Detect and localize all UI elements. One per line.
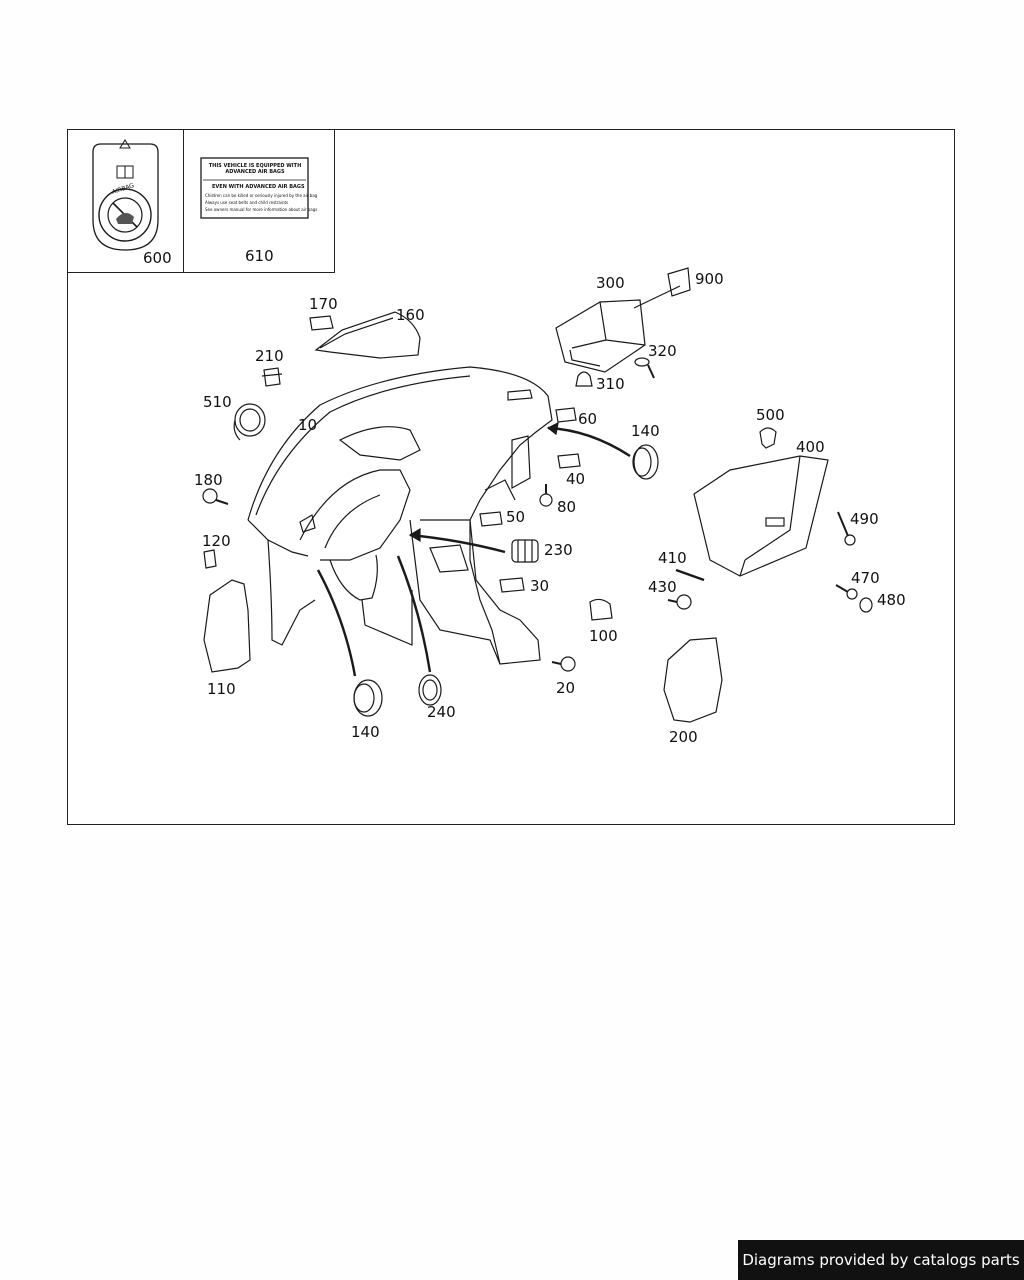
callout-180: 180 (194, 471, 223, 489)
part-10-dashboard (247, 366, 553, 665)
part-510-vent (233, 403, 266, 441)
airbag-decal-600 (92, 139, 159, 251)
callout-400: 400 (796, 438, 825, 456)
callout-20: 20 (556, 679, 576, 697)
callout-300: 300 (596, 274, 625, 292)
part-410-stay (675, 568, 705, 582)
callout-200: 200 (669, 728, 698, 746)
warning-label-heading: THIS VEHICLE IS EQUIPPED WITH ADVANCED A… (208, 163, 302, 175)
callout-170: 170 (309, 295, 338, 313)
callout-50: 50 (506, 508, 526, 526)
callout-160: 160 (396, 306, 425, 324)
callout-310: 310 (596, 375, 625, 393)
callout-60: 60 (578, 410, 598, 428)
warning-label-bullet: See owners manual for more information a… (205, 207, 318, 212)
callout-110: 110 (207, 680, 236, 698)
part-50-clip (479, 511, 503, 527)
part-200-bracket (663, 637, 723, 723)
part-120-clip (203, 549, 217, 569)
part-470-bolt (835, 584, 858, 600)
callout-470: 470 (851, 569, 880, 587)
warning-label-bullet: Always use seat belts and child restrain… (205, 200, 289, 205)
warning-label-subheading: EVEN WITH ADVANCED AIR BAGS (212, 184, 305, 190)
part-500-clip (759, 427, 777, 449)
part-320-screw (634, 357, 655, 379)
part-20-screw (551, 656, 576, 672)
part-230-component (408, 527, 539, 563)
part-490-screw (837, 511, 856, 546)
part-430-screw (667, 594, 692, 610)
callout-240: 240 (427, 703, 456, 721)
part-110-cover (203, 579, 251, 673)
callout-410: 410 (658, 549, 687, 567)
part-100-cap (589, 598, 613, 621)
callout-10: 10 (298, 416, 318, 434)
part-240-ring (396, 555, 442, 706)
part-310-nut (575, 371, 593, 387)
callout-510: 510 (203, 393, 232, 411)
callout-230: 230 (544, 541, 573, 559)
callout-430: 430 (648, 578, 677, 596)
callout-320: 320 (648, 342, 677, 360)
part-140-ring-lower (316, 569, 383, 717)
part-480-washer (859, 597, 873, 613)
callout-600: 600 (143, 249, 172, 267)
callout-480: 480 (877, 591, 906, 609)
part-160-panel (314, 311, 421, 359)
label-box-610 (183, 129, 335, 273)
callout-80: 80 (557, 498, 577, 516)
callout-140-upper: 140 (631, 422, 660, 440)
callout-490: 490 (850, 510, 879, 528)
callout-120: 120 (202, 532, 231, 550)
part-170-clip (309, 315, 334, 331)
callout-100: 100 (589, 627, 618, 645)
part-400-glovebox (693, 455, 829, 577)
callout-140-lower: 140 (351, 723, 380, 741)
part-900-label (667, 267, 691, 297)
part-300-airbag-module (555, 285, 681, 373)
callout-610: 610 (245, 247, 274, 265)
callout-40: 40 (566, 470, 586, 488)
callout-210: 210 (255, 347, 284, 365)
diagram-frame (67, 129, 955, 825)
airbag-decal-text: AIRBAG (111, 182, 135, 196)
callout-900: 900 (695, 270, 724, 288)
part-210-switch (261, 367, 283, 387)
part-180-screw (202, 488, 229, 505)
callout-500: 500 (756, 406, 785, 424)
part-60-clip (555, 407, 577, 423)
part-140-ring-upper (546, 421, 659, 480)
part-30-clip (499, 577, 525, 593)
warning-label-bullet: Children can be killed or seriously inju… (205, 193, 318, 198)
warning-label-610 (200, 157, 309, 219)
callout-30: 30 (530, 577, 550, 595)
footer-banner: Diagrams provided by catalogs parts (738, 1240, 1024, 1280)
part-40-clip (557, 453, 581, 469)
part-80-screw (539, 484, 553, 507)
